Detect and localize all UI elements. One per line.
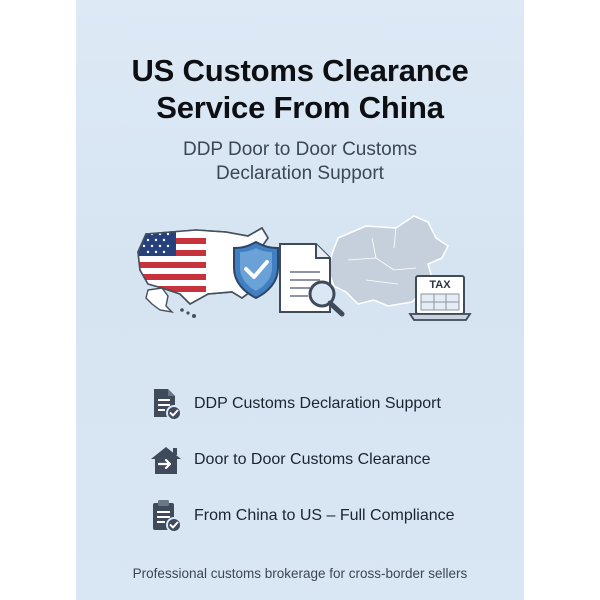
feature-label: DDP Customs Declaration Support — [194, 395, 441, 412]
feature-label: From China to US – Full Compliance — [194, 507, 455, 524]
document-check-icon — [154, 389, 182, 421]
feature-item-compliance: From China to US – Full Compliance — [148, 496, 455, 536]
page-title: US Customs Clearance Service From China — [76, 52, 524, 126]
hero-illustration: TAX — [137, 215, 472, 321]
document-magnifier-icon — [279, 243, 345, 317]
product-card: US Customs Clearance Service From China … — [76, 0, 524, 600]
clipboard-check-icon — [153, 500, 182, 533]
page-subtitle: DDP Door to Door Customs Declaration Sup… — [76, 138, 524, 186]
title-line-2: Service From China — [156, 90, 444, 125]
feature-item-door-to-door: Door to Door Customs Clearance — [148, 440, 431, 480]
tax-laptop-icon: TAX — [408, 275, 472, 321]
feature-label: Door to Door Customs Clearance — [194, 451, 431, 468]
title-line-1: US Customs Clearance — [131, 53, 469, 88]
subtitle-line-2: Declaration Support — [216, 163, 384, 184]
feature-item-ddp: DDP Customs Declaration Support — [148, 384, 441, 424]
subtitle-line-1: DDP Door to Door Customs — [182, 139, 418, 160]
shield-check-icon — [233, 240, 279, 300]
tax-sign: TAX — [429, 279, 451, 291]
house-arrow-icon — [151, 447, 181, 474]
footer-tagline: Professional customs brokerage for cross… — [132, 566, 468, 581]
